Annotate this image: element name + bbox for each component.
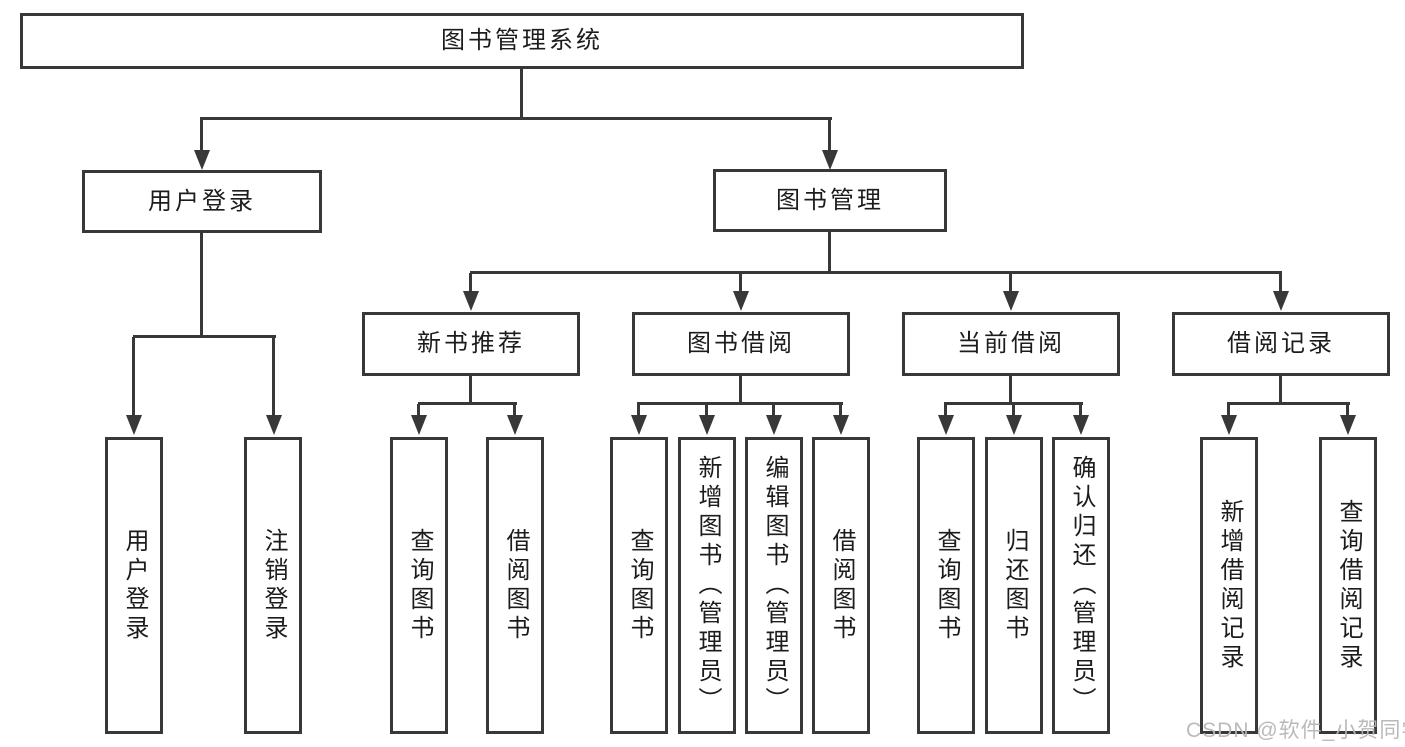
node-root: 图书管理系统 xyxy=(20,13,1024,69)
leaf-nb-borrow-book: 借阅图书 xyxy=(486,437,544,734)
leaf-bb-borrow-book: 借阅图书 xyxy=(812,437,870,734)
connector-stem-book-mgmt xyxy=(828,119,831,152)
node-root-label: 图书管理系统 xyxy=(441,27,603,54)
arrow-down-borrow-record xyxy=(1273,291,1289,311)
connector-stem-cb-leaf1 xyxy=(944,404,947,417)
arrow-down-leaf-login xyxy=(126,415,142,435)
connector-stem-bb-leaf2 xyxy=(705,404,708,417)
leaf-cb-confirm-return-admin: 确认归还（管理员） xyxy=(1052,437,1110,734)
connector-root-stem xyxy=(520,68,523,118)
node-borrow-record: 借阅记录 xyxy=(1172,312,1390,376)
connector-borrow-record-branch xyxy=(1227,402,1350,405)
arrow-down-cb-leaf1 xyxy=(938,415,954,435)
leaf-cb-return-book-label: 归还图书 xyxy=(1001,527,1028,644)
connector-stem-cb-leaf3 xyxy=(1079,404,1082,417)
arrow-down-bb-leaf3 xyxy=(766,415,782,435)
leaf-logout-label: 注销登录 xyxy=(260,527,287,644)
node-user-login: 用户登录 xyxy=(82,170,322,233)
connector-stem-borrow-record xyxy=(1279,273,1282,293)
arrow-down-nb-leaf2 xyxy=(507,415,523,435)
node-book-mgmt-label: 图书管理 xyxy=(776,186,884,214)
connector-new-book-branch xyxy=(418,402,517,405)
arrow-down-book-mgmt xyxy=(822,150,838,170)
leaf-br-add-record: 新增借阅记录 xyxy=(1200,437,1258,734)
connector-stem-br-leaf1 xyxy=(1227,404,1230,417)
node-current-borrow: 当前借阅 xyxy=(902,312,1120,376)
connector-book-mgmt-branch xyxy=(470,271,1282,274)
connector-stem-bb-leaf3 xyxy=(772,404,775,417)
leaf-nb-borrow-book-label: 借阅图书 xyxy=(502,527,529,644)
arrow-down-new-book xyxy=(463,291,479,311)
connector-book-mgmt-stem xyxy=(828,231,831,273)
node-user-login-label: 用户登录 xyxy=(148,187,256,215)
leaf-br-add-record-label: 新增借阅记录 xyxy=(1216,498,1243,673)
node-borrow-record-label: 借阅记录 xyxy=(1227,330,1335,357)
connector-stem-cb-leaf2 xyxy=(1012,404,1015,417)
connector-user-login-branch xyxy=(133,335,276,338)
connector-stem-book-borrow xyxy=(739,273,742,293)
arrow-down-cb-leaf3 xyxy=(1073,415,1089,435)
node-new-book-label: 新书推荐 xyxy=(417,330,525,357)
leaf-bb-edit-book-admin: 编辑图书（管理员） xyxy=(745,437,803,734)
arrow-down-bb-leaf4 xyxy=(833,415,849,435)
node-book-mgmt: 图书管理 xyxy=(713,169,947,232)
connector-user-login-stem xyxy=(200,232,203,337)
arrow-down-current-borrow xyxy=(1003,291,1019,311)
leaf-bb-borrow-book-label: 借阅图书 xyxy=(828,527,855,644)
connector-stem-nb-leaf1 xyxy=(417,404,420,417)
leaf-logout: 注销登录 xyxy=(244,437,302,734)
arrow-down-br-leaf1 xyxy=(1221,415,1237,435)
leaf-cb-confirm-return-admin-label: 确认归还（管理员） xyxy=(1068,455,1095,716)
leaf-cb-return-book: 归还图书 xyxy=(985,437,1043,734)
leaf-bb-add-book-admin: 新增图书（管理员） xyxy=(678,437,736,734)
connector-current-borrow-stem xyxy=(1009,375,1012,404)
connector-stem-bb-leaf1 xyxy=(637,404,640,417)
leaf-user-login-label: 用户登录 xyxy=(121,527,148,644)
leaf-cb-query-book-label: 查询图书 xyxy=(933,527,960,644)
leaf-br-query-record: 查询借阅记录 xyxy=(1319,437,1377,734)
arrow-down-leaf-logout xyxy=(266,415,282,435)
node-current-borrow-label: 当前借阅 xyxy=(957,330,1065,357)
leaf-user-login: 用户登录 xyxy=(105,437,163,734)
connector-borrow-record-stem xyxy=(1279,375,1282,404)
connector-stem-br-leaf2 xyxy=(1346,404,1349,417)
leaf-nb-query-book: 查询图书 xyxy=(390,437,448,734)
leaf-br-query-record-label: 查询借阅记录 xyxy=(1335,498,1362,673)
leaf-bb-add-book-admin-label: 新增图书（管理员） xyxy=(694,455,721,716)
csdn-watermark: CSDN @软件_小贺同学 xyxy=(1186,719,1405,742)
connector-stem-leaf-logout xyxy=(272,337,275,417)
connector-stem-nb-leaf2 xyxy=(513,404,516,417)
arrow-down-book-borrow xyxy=(733,291,749,311)
connector-stem-new-book xyxy=(469,273,472,293)
arrow-down-cb-leaf2 xyxy=(1006,415,1022,435)
node-book-borrow-label: 图书借阅 xyxy=(687,330,795,357)
connector-book-borrow-stem xyxy=(739,375,742,404)
leaf-nb-query-book-label: 查询图书 xyxy=(406,527,433,644)
arrow-down-bb-leaf2 xyxy=(699,415,715,435)
leaf-bb-query-book: 查询图书 xyxy=(610,437,668,734)
node-book-borrow: 图书借阅 xyxy=(632,312,850,376)
connector-book-borrow-branch xyxy=(637,402,843,405)
arrow-down-nb-leaf1 xyxy=(411,415,427,435)
leaf-cb-query-book: 查询图书 xyxy=(917,437,975,734)
arrow-down-user-login xyxy=(194,150,210,170)
arrow-down-br-leaf2 xyxy=(1340,415,1356,435)
arrow-down-bb-leaf1 xyxy=(631,415,647,435)
connector-stem-leaf-login xyxy=(132,337,135,417)
node-new-book: 新书推荐 xyxy=(362,312,580,376)
connector-current-borrow-branch xyxy=(944,402,1083,405)
connector-new-book-stem xyxy=(469,375,472,404)
connector-stem-current-borrow xyxy=(1009,273,1012,293)
connector-root-branch xyxy=(200,117,832,120)
connector-stem-bb-leaf4 xyxy=(839,404,842,417)
leaf-bb-edit-book-admin-label: 编辑图书（管理员） xyxy=(761,455,788,716)
connector-stem-user-login xyxy=(200,119,203,152)
leaf-bb-query-book-label: 查询图书 xyxy=(626,527,653,644)
